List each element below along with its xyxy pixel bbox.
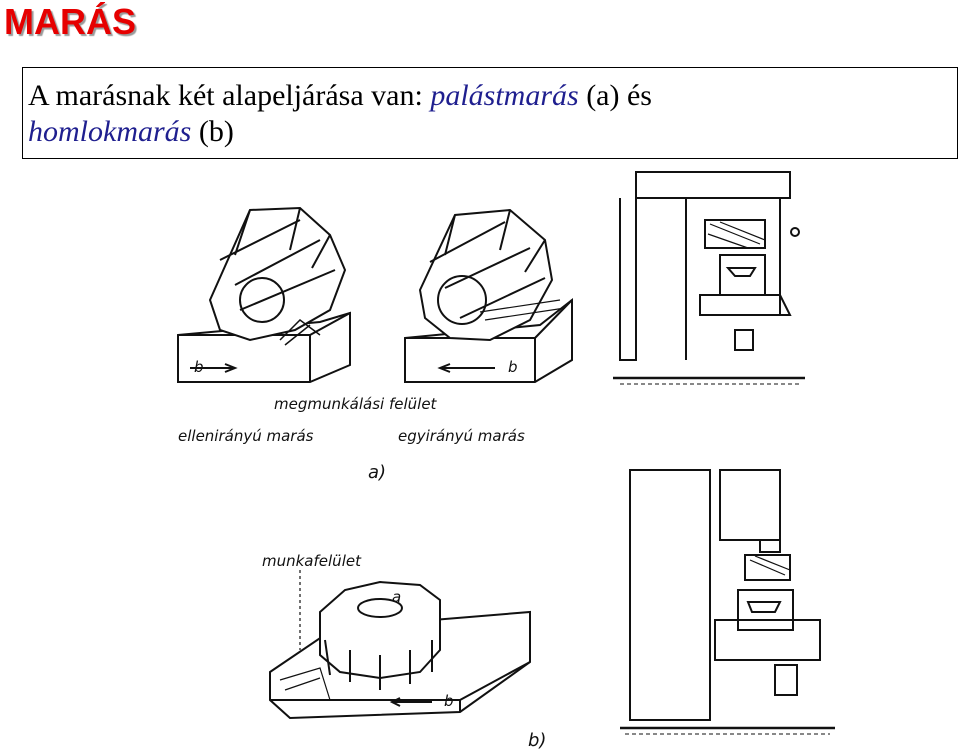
feed-label-left: b <box>194 358 204 376</box>
label-climb-milling: egyirányú marás <box>398 427 525 445</box>
counter-milling-drawing <box>177 206 351 383</box>
vertical-machine-drawing <box>620 469 835 735</box>
slide-title: MARÁS <box>4 1 136 42</box>
cutter-label: a <box>392 588 402 606</box>
climb-milling-drawing <box>404 208 573 383</box>
term-face-milling: homlokmarás <box>28 115 192 148</box>
label-figure-b: b) <box>528 730 547 751</box>
term-a-suffix: (a) és <box>586 79 652 112</box>
face-milling-drawing <box>269 570 531 720</box>
intro-text-block: A marásnak két alapeljárása van: palástm… <box>28 78 948 150</box>
label-figure-a: a) <box>368 462 387 483</box>
intro-box <box>22 67 958 159</box>
feed-label-face: b <box>444 692 454 710</box>
horizontal-machine-drawing <box>613 171 805 385</box>
term-peripheral-milling: palástmarás <box>430 79 579 112</box>
label-work-surface: munkafelület <box>262 552 361 570</box>
feed-label-right: b <box>508 358 518 376</box>
intro-text: A marásnak két alapeljárása van: <box>28 79 423 112</box>
label-counter-milling: ellenirányú marás <box>178 427 314 445</box>
label-machined-surface: megmunkálási felület <box>274 395 437 413</box>
term-b-suffix: (b) <box>198 115 234 148</box>
